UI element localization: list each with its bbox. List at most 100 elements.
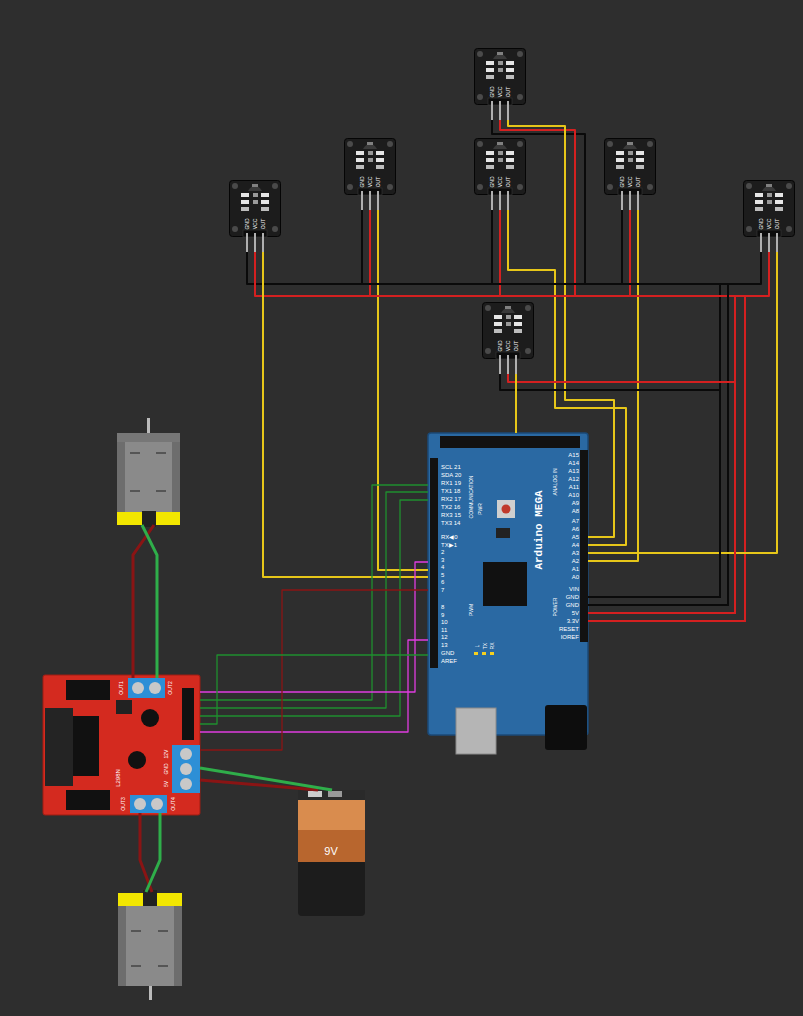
arduino-mega-board (428, 433, 588, 735)
ir-sensor-module: GNDVCCOUT (482, 302, 534, 374)
power-pin-label: 5V (164, 781, 169, 787)
motor-wires (146, 813, 160, 892)
ir-sensor-module: GNDVCCOUT (474, 138, 526, 210)
l298n-driver-board (180, 763, 192, 775)
section-label: POWER (553, 598, 558, 617)
wire (200, 562, 428, 692)
section-label: ANALOG IN (553, 468, 558, 495)
pin-label: A2 (572, 558, 579, 564)
arduino-mega-board (496, 528, 510, 538)
pin-label: TX1 18 (441, 488, 460, 494)
pin-label: OUT (506, 87, 511, 98)
dc-motor (174, 906, 182, 986)
pin-label: A1 (572, 566, 579, 572)
wire (588, 252, 769, 621)
pin-label: A14 (568, 460, 579, 466)
pin-label: 3 (441, 557, 444, 563)
arduino-mega-board (580, 450, 588, 642)
wire (492, 120, 728, 605)
l298n-driver-board (134, 798, 146, 810)
pin-label: TX2 16 (441, 504, 460, 510)
pin-label: GND (759, 218, 764, 229)
wire (255, 252, 735, 613)
l298n-driver-board (43, 675, 200, 815)
pin-label: A13 (568, 468, 579, 474)
arduino-mega-board (474, 652, 478, 655)
l298n-driver-board (132, 682, 144, 694)
wire (200, 492, 428, 708)
dc-motor (156, 452, 166, 454)
l298n-driver-board (66, 790, 110, 810)
led-label: L (475, 645, 480, 648)
led-label: PWR (478, 503, 483, 515)
pin-label: A5 (572, 534, 579, 540)
pin-label: OUT (261, 219, 266, 230)
pin-label: SDA 20 (441, 472, 461, 478)
ir-sensor-module (345, 139, 396, 211)
battery-9v (298, 798, 365, 916)
ir-sensor-module (483, 303, 534, 375)
wire (247, 252, 720, 597)
wire (508, 374, 735, 613)
dc-motor (118, 906, 182, 986)
wire (263, 252, 428, 577)
l298n-driver-board (180, 778, 192, 790)
l298n-driver-board (128, 678, 165, 698)
pin-label: 6 (441, 579, 444, 585)
pin-label: GND (566, 594, 579, 600)
pin-label: GND (566, 602, 579, 608)
l298n-driver-board (116, 700, 132, 714)
l298n-driver-board: L298NOUT1OUT2OUT3OUT412VGND5V (43, 675, 200, 815)
pin-label: VCC (498, 177, 503, 188)
ir-sensor-module (744, 181, 795, 253)
l298n-driver-board (149, 682, 161, 694)
l298n-driver-board (66, 680, 110, 700)
wire (200, 590, 428, 750)
pin-label: 11 (441, 627, 447, 633)
board-title: Arduino MEGA (534, 490, 545, 569)
l298n-driver-board (128, 751, 146, 769)
wire (588, 210, 638, 561)
l298n-driver-board (180, 748, 192, 760)
dc-motor (130, 490, 140, 492)
ir-sensor-module: GNDVCCOUT (604, 138, 656, 210)
pin-label: 4 (441, 564, 444, 570)
battery-voltage: 9V (324, 846, 337, 857)
power-pin-label: GND (164, 763, 169, 774)
pin-label: SCL 21 (441, 464, 461, 470)
battery-9v (308, 791, 322, 797)
pin-label: 2 (441, 549, 444, 555)
pin-label: 5V (572, 610, 579, 616)
dc-motor (156, 490, 166, 492)
pin-label: A10 (568, 492, 579, 498)
chip-label: L298N (115, 769, 121, 787)
pin-label: A15 (568, 452, 579, 458)
ir-sensor-module (605, 139, 656, 211)
dc-motor (118, 906, 126, 986)
pin-label: GND (441, 650, 454, 656)
l298n-driver-board (182, 688, 194, 740)
terminal-label: OUT4 (171, 797, 176, 810)
led-label: RX (490, 643, 495, 650)
arduino-mega-board (490, 652, 494, 655)
l298n-driver-board (141, 709, 159, 727)
wire (500, 120, 745, 621)
pin-label: VCC (368, 177, 373, 188)
led-label: TX (483, 643, 488, 649)
motor-wires (133, 525, 160, 892)
terminal-label: OUT2 (168, 681, 173, 694)
wire (588, 252, 777, 553)
dc-motor (172, 433, 180, 513)
pin-label: OUT (376, 177, 381, 188)
dc-motor (117, 433, 180, 513)
ir-sensor-module: GNDVCCOUT (229, 180, 281, 252)
pin-label: OUT (636, 177, 641, 188)
dc-motor (131, 965, 141, 967)
motor-wires (133, 525, 154, 678)
ir-sensor-module (230, 181, 281, 253)
ir-sensor-module: GNDVCCOUT (474, 48, 526, 120)
pin-label: VIN (569, 586, 579, 592)
pin-label: A8 (572, 508, 579, 514)
motor-wires (142, 525, 157, 678)
